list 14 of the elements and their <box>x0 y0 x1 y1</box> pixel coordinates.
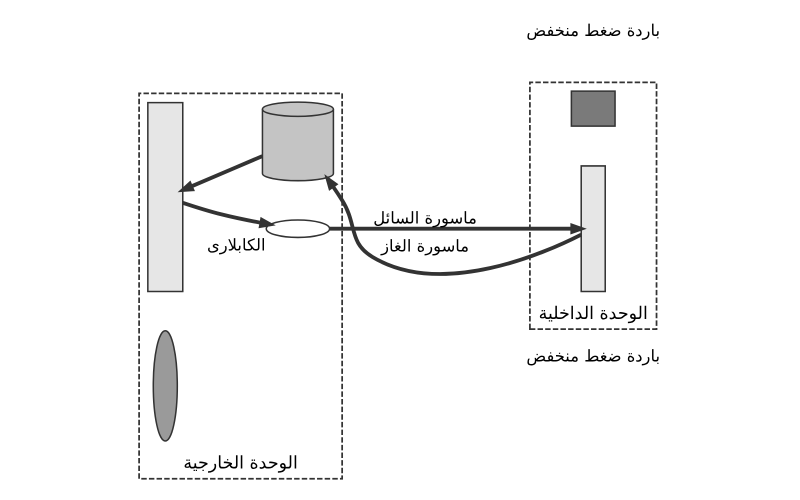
node-box <box>147 102 184 292</box>
node-coil <box>266 219 330 238</box>
node-fan <box>152 330 178 442</box>
cluster: الوحدة الداخلية <box>529 82 658 330</box>
node-label: الكابلارى <box>206 236 266 255</box>
edge-label: ماسورة السائل <box>373 208 477 228</box>
node-box <box>570 90 616 127</box>
arrow <box>324 174 582 276</box>
label: باردة ضغط منخفض <box>526 21 660 40</box>
node-box <box>580 165 606 292</box>
arrow <box>182 200 276 228</box>
arrow <box>178 154 264 192</box>
edge-label: ماسورة الغاز <box>381 236 470 256</box>
label: باردة ضغط منخفض <box>526 346 660 366</box>
